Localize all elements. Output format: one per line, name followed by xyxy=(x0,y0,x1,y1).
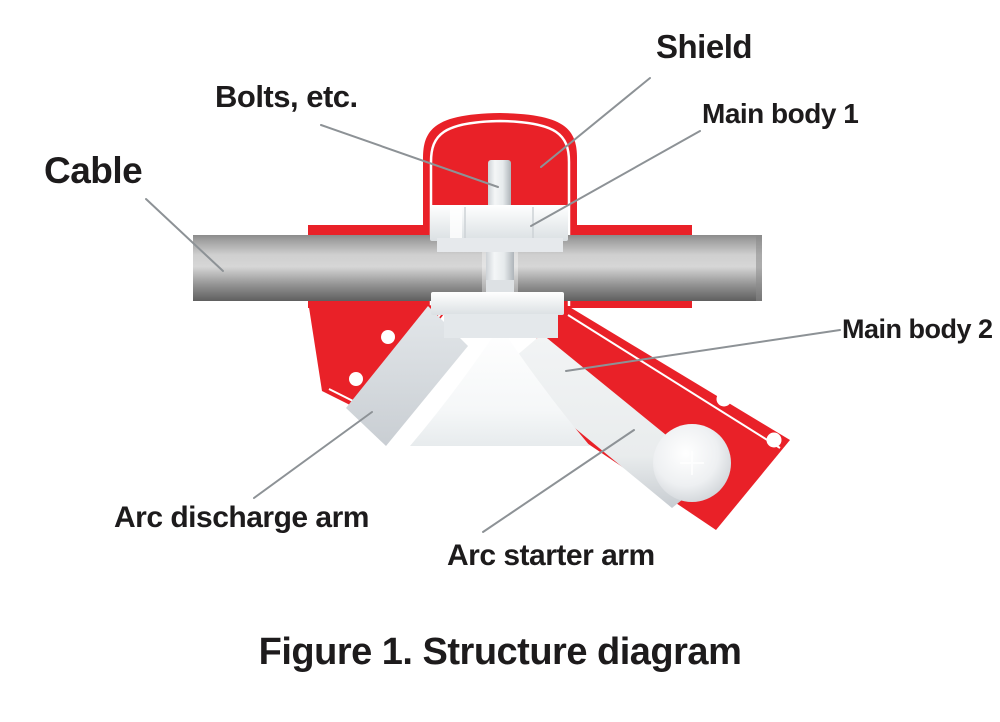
right-plate-hole xyxy=(625,313,641,329)
bolt-shape xyxy=(488,160,511,212)
figure-caption: Figure 1. Structure diagram xyxy=(258,631,742,673)
leader-line-cable xyxy=(145,198,224,272)
shield-inner-outline xyxy=(429,119,571,306)
main-body-2-center-shape xyxy=(410,326,590,446)
label-bolts: Bolts, etc. xyxy=(215,79,358,114)
right-plate-hole xyxy=(766,432,782,448)
ball-sparkle xyxy=(680,451,704,475)
leader-line-arc-discharge-arm xyxy=(253,411,373,499)
right-plate-hole xyxy=(716,391,732,407)
right-plate-inner-outline xyxy=(567,314,781,449)
main-body-1-lower-lip xyxy=(437,238,563,252)
label-main-body-2: Main body 2 xyxy=(842,314,993,344)
leader-line-main-body-2 xyxy=(565,329,841,372)
label-main-body-1: Main body 1 xyxy=(702,98,859,129)
leader-line-main-body-1 xyxy=(530,130,701,227)
leader-line-shield xyxy=(540,77,651,168)
label-shield: Shield xyxy=(656,28,753,65)
label-arc-starter-arm: Arc starter arm xyxy=(447,539,655,572)
bolt-lower-nub xyxy=(486,280,514,294)
left-plate-hole xyxy=(349,372,363,386)
cable-end-cap xyxy=(756,235,762,301)
arc-discharge-arm-shape xyxy=(346,306,468,446)
leader-line-arc-starter-arm xyxy=(482,429,635,533)
main-body-1-highlight xyxy=(450,205,462,241)
main-body-2-clamp-tier xyxy=(444,314,558,338)
main-body-2-clamp-shape xyxy=(431,292,564,315)
label-cable: Cable xyxy=(44,150,143,191)
left-plate-hole xyxy=(381,330,395,344)
label-arc-discharge-arm: Arc discharge arm xyxy=(114,501,369,534)
leader-line-bolts xyxy=(320,124,499,188)
